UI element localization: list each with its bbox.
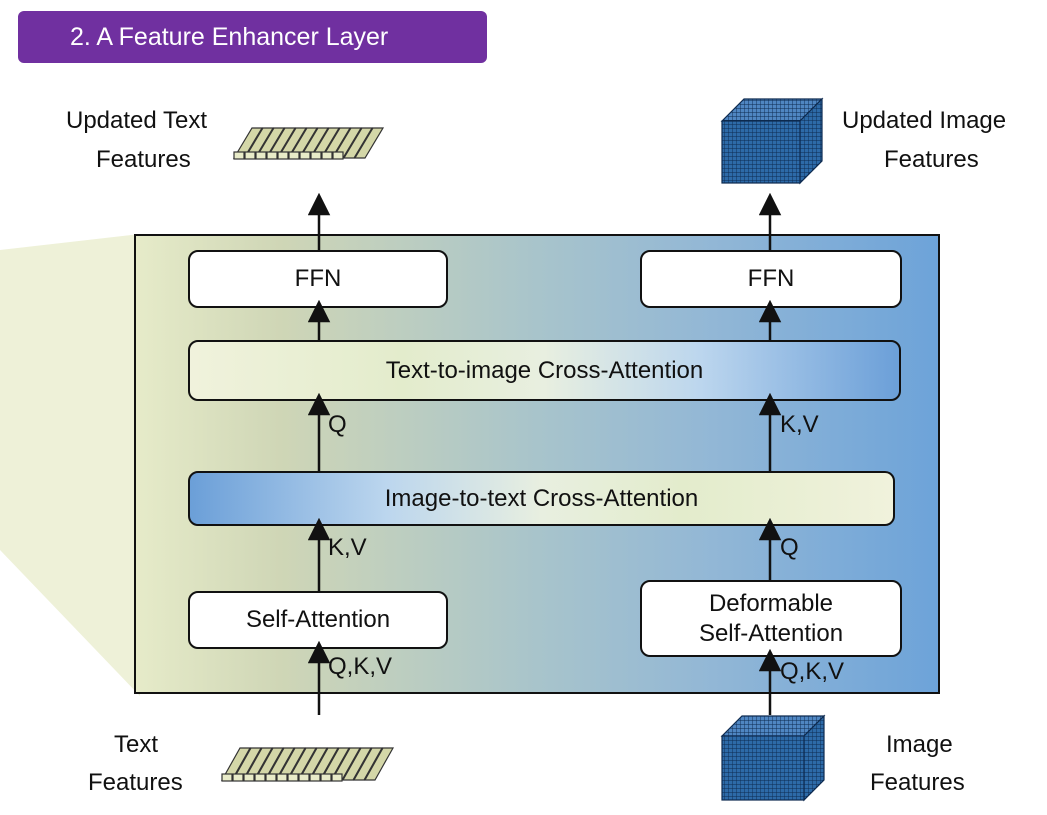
updated-text-features-label-line1: Updated Text	[66, 107, 207, 134]
arrow-label-qkv-right: Q,K,V	[780, 658, 845, 685]
deformable-self-attention-block: Deformable Self-Attention	[640, 580, 902, 657]
updated-image-features-label-line1: Updated Image	[842, 107, 1007, 134]
arrow-label-kv-left: K,V	[328, 534, 367, 561]
arrow-label-qkv-left: Q,K,V	[328, 653, 393, 680]
updated-text-features-label-line2: Features	[96, 146, 191, 173]
updated-image-features-icon	[720, 97, 824, 185]
image-features-icon	[720, 714, 826, 802]
updated-image-features-label-line2: Features	[884, 146, 979, 173]
section-title: 2. A Feature Enhancer Layer	[18, 11, 487, 63]
updated-text-features-icon	[232, 127, 385, 160]
deformable-label-line2: Self-Attention	[698, 619, 844, 647]
text-features-label-line2: Features	[88, 769, 183, 796]
text-features-icon	[220, 747, 395, 782]
text-features-label-line1: Text	[114, 731, 159, 758]
image-features-label-line2: Features	[870, 769, 965, 796]
self-attention-block: Self-Attention	[188, 591, 448, 649]
zoom-callout-wedge	[0, 234, 140, 696]
text-to-image-cross-attention-block: Text-to-image Cross-Attention	[188, 340, 901, 401]
arrow-label-q-left: Q	[328, 411, 347, 438]
arrow-label-q-right: Q	[780, 534, 799, 561]
deformable-label-line1: Deformable	[708, 589, 834, 617]
image-to-text-cross-attention-block: Image-to-text Cross-Attention	[188, 471, 895, 526]
image-features-label-line1: Image	[886, 731, 953, 758]
arrow-label-kv-right: K,V	[780, 411, 819, 438]
ffn-text-block: FFN	[188, 250, 448, 308]
